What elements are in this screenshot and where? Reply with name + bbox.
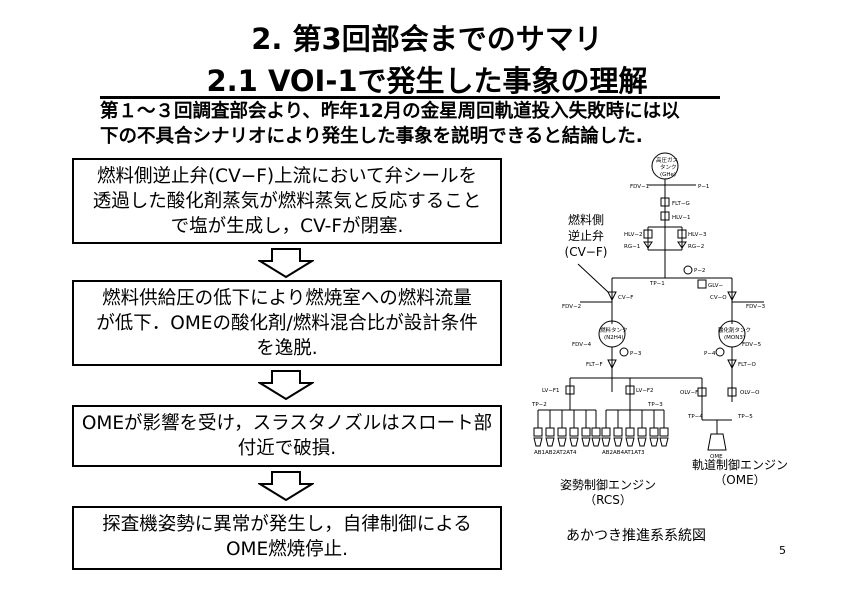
fltf-label: FLT−F [586, 362, 603, 368]
flow-step-1: 燃料側逆止弁(CV−F)上流において弁シールを 透過した酸化剤蒸気が燃料蒸気と反… [72, 158, 502, 244]
check-valve-callout: 燃料側 逆止弁 (CV−F) [556, 212, 616, 260]
tp1-label: TP−1 [649, 281, 665, 287]
title-underline [100, 96, 720, 99]
callout-line: (CV−F) [564, 245, 608, 259]
intro-line-2: 下の不具合シナリオにより発生した事象を説明できると結論した. [100, 126, 643, 147]
flow-step-3-line: OMEが影響を受け，スラスタノズルはスロート部 [81, 413, 493, 434]
p3-label: P−3 [630, 351, 642, 357]
callout-line: 逆止弁 [567, 229, 604, 243]
cvf-label: CV−F [618, 295, 633, 301]
tank-fuel-label: 燃料タンク [600, 326, 628, 334]
hlv3-label: HLV−3 [688, 232, 707, 238]
lvf2-label: LV−F2 [636, 388, 654, 394]
tp2-label: TP−2 [531, 402, 547, 408]
tp4-label: TP−4 [687, 414, 703, 420]
tp5-label: TP−5 [737, 414, 753, 420]
slide-subtitle: 2.1 VOI-1で発生した事象の理解 [206, 64, 648, 98]
p2-label: P−2 [694, 268, 705, 274]
tank-he-label: (GHe) [660, 172, 676, 178]
rcs-label-line: （RCS） [584, 493, 632, 507]
flow-step-1-line: で塩が生成し，CV-Fが閉塞. [170, 216, 404, 237]
tank-he-label: タンク [660, 163, 677, 171]
down-arrow-icon [258, 370, 314, 400]
p4-label: P−4 [704, 351, 716, 357]
tank-ox-label: 酸化剤タンク [718, 326, 751, 334]
flow-step-2-line: 燃料供給圧の低下により燃焼室への燃料流量 [102, 288, 472, 309]
flow-step-4-line: OME燃焼停止. [225, 539, 349, 560]
fdv2-label: FDV−2 [562, 304, 581, 310]
fdv5-label: FDV−5 [742, 342, 762, 348]
tank-fuel-label: (N2H4) [604, 335, 624, 341]
flow-step-1-line: 燃料側逆止弁(CV−F)上流において弁シールを [96, 166, 478, 187]
glv-label: GLV− [708, 283, 723, 289]
flow-step-4: 探査機姿勢に異常が発生し，自律制御による OME燃焼停止. [72, 506, 502, 570]
rcs-group-b-label: AB2AB4AT1AT3 [602, 450, 645, 456]
intro-line-1: 第１～３回調査部会より、昨年12月の金星周回軌道投入失敗時には以 [100, 101, 680, 122]
flow-step-3: OMEが影響を受け，スラスタノズルはスロート部 付近で破損. [72, 405, 502, 467]
rg1-label: RG−1 [624, 244, 640, 250]
fdv4-label: FDV−4 [572, 342, 592, 348]
hlv2-label: HLV−2 [624, 232, 642, 238]
p1-label: P−1 [698, 184, 709, 190]
slide-title: 2. 第3回部会までのサマリ [251, 22, 603, 56]
rcs-label-line: 姿勢制御エンジン [559, 478, 656, 492]
ome-engine-label: 軌道制御エンジン （OME） [682, 458, 798, 488]
lvf1-label: LV−F1 [542, 388, 560, 394]
ome-label-line: 軌道制御エンジン [691, 458, 788, 472]
flto-label: FLT−O [738, 362, 756, 368]
intro-text: 第１～３回調査部会より、昨年12月の金星周回軌道投入失敗時には以 下の不具合シナ… [100, 99, 750, 149]
cvo-label: CV−O [710, 295, 727, 301]
callout-line: 燃料側 [567, 213, 604, 227]
flow-step-1-line: 透過した酸化剤蒸気が燃料蒸気と反応すること [92, 191, 482, 212]
fdv1-label: FDV−1 [630, 184, 649, 190]
page-number: 5 [779, 544, 786, 557]
fltg-label: FLT−G [672, 201, 690, 207]
flow-step-3-line: 付近で破損. [237, 438, 337, 459]
rg2-label: RG−2 [688, 244, 704, 250]
flow-step-2-line: が低下．OMEの酸化剤/燃料混合比が設計条件 [96, 313, 478, 334]
flow-step-4-line: 探査機姿勢に異常が発生し，自律制御による [102, 514, 472, 535]
down-arrow-icon [258, 471, 314, 501]
rcs-group-a-label: AB1AB2AT2AT4 [534, 450, 577, 456]
olvo-label: OLV−O [740, 390, 760, 396]
flow-step-2: 燃料供給圧の低下により燃焼室への燃料流量 が低下．OMEの酸化剤/燃料混合比が設… [72, 280, 502, 366]
propulsion-schematic: 高圧ガス タンク (GHe) FDV−1 P−1 FLT−G HLV−1 HLV… [531, 152, 766, 460]
hlv1-label: HLV−1 [672, 215, 690, 221]
ome-label: OME [710, 454, 723, 460]
diagram-caption: あかつき推進系系統図 [566, 528, 706, 544]
fdv3-label: FDV−3 [746, 304, 766, 310]
tank-he-label: 高圧ガス [656, 156, 678, 164]
olvf-label: OLV−F [680, 390, 698, 396]
ome-label-line: （OME） [714, 473, 766, 487]
tp3-label: TP−3 [647, 402, 663, 408]
rcs-engine-label: 姿勢制御エンジン （RCS） [548, 478, 668, 508]
down-arrow-icon [258, 248, 314, 278]
tank-ox-label: (MON3) [724, 335, 745, 341]
flow-step-2-line: を逸脱. [256, 338, 318, 359]
